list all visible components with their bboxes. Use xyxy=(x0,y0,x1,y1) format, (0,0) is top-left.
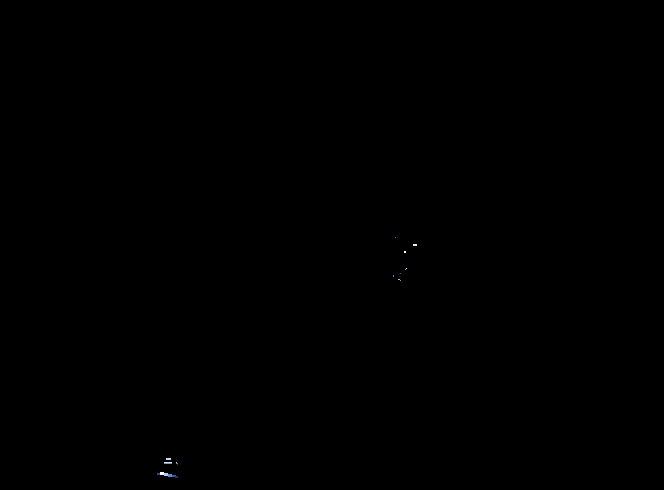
comet-dash-upper xyxy=(166,458,171,460)
star-blue-top xyxy=(395,237,396,238)
streak-tail xyxy=(172,475,176,477)
comet-speck-gray xyxy=(176,462,177,463)
streak-tail-end xyxy=(175,476,178,478)
star-white-dash xyxy=(413,244,417,246)
star-blue-mid xyxy=(405,269,406,270)
star-faint-blue xyxy=(400,273,401,274)
comet-speck-blue xyxy=(176,463,178,464)
star-pale-blue xyxy=(406,268,407,269)
streak-mid xyxy=(168,474,172,477)
comet-speck-navy xyxy=(177,464,178,465)
comet-dash-lower-white xyxy=(164,462,172,463)
star-blue-left xyxy=(393,275,394,277)
streak-mid-bright xyxy=(164,473,168,476)
star-white-bright xyxy=(404,251,406,253)
streak-lead xyxy=(157,473,160,475)
streak-head xyxy=(160,472,164,475)
comet-dash-lower-blue xyxy=(164,463,172,464)
star-pale-blue-low xyxy=(398,279,400,280)
star-dim-blue-low xyxy=(400,280,401,281)
